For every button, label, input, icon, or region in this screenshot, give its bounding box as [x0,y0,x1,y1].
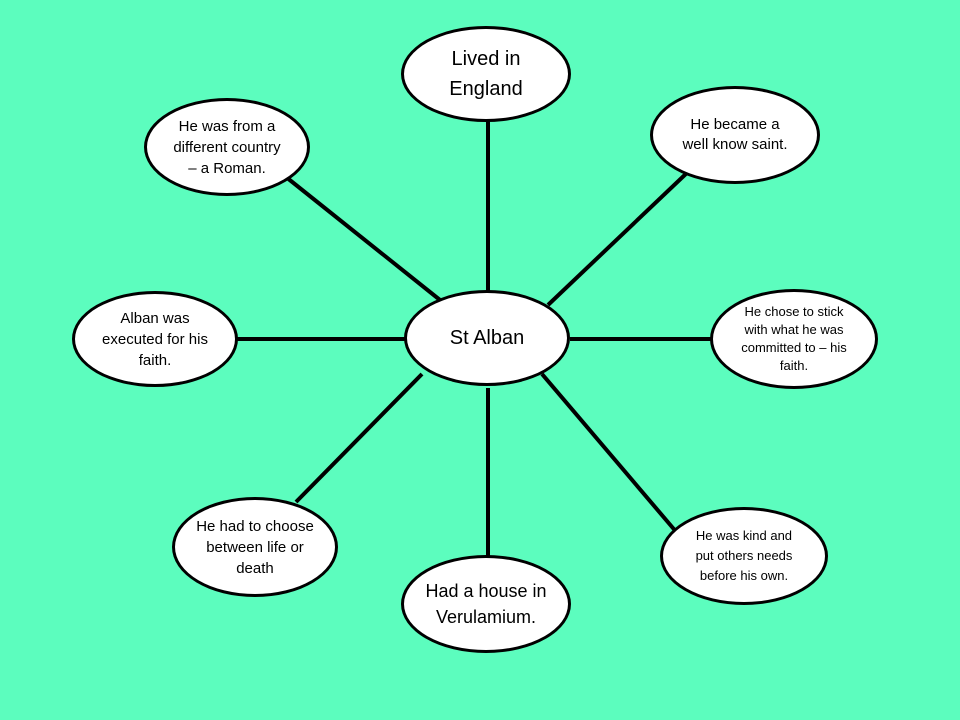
center-node: St Alban [404,290,570,386]
connector-top-right [546,168,692,307]
node-bottom-left: He had to choose between life or death [172,497,338,597]
node-bottom-left-label: He had to choose between life or death [196,517,314,577]
node-top-label: Lived in England [449,48,523,100]
connector-bottom-right [540,372,680,536]
node-bottom: Had a house in Verulamium. [401,555,571,653]
node-bottom-right-label: He was kind and put others needs before … [695,528,793,583]
node-right-label: He chose to stick with what he was commi… [741,304,847,373]
connector-top-left [284,175,442,302]
node-top: Lived in England [401,26,571,122]
node-left: Alban was executed for his faith. [72,291,238,387]
node-bottom-right: He was kind and put others needs before … [660,507,828,605]
node-top-left: He was from a different country – a Roma… [144,98,310,196]
connector-bottom-left [294,372,424,504]
center-label: St Alban [449,326,525,349]
node-left-label: Alban was executed for his faith. [102,309,208,369]
node-top-left-label: He was from a different country – a Roma… [173,117,281,177]
node-top-right-label: He became a well know saint. [682,116,788,153]
node-right: He chose to stick with what he was commi… [710,289,878,389]
node-top-right: He became a well know saint. [650,86,820,184]
node-bottom-label: Had a house in Verulamium. [425,581,547,627]
